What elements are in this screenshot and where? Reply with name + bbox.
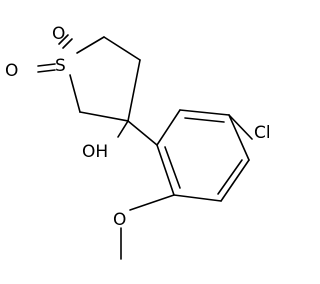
bond-c4-c5 <box>79 111 129 122</box>
chlorine-label: Cl <box>254 123 271 143</box>
benzene-ring <box>156 109 250 202</box>
bond-ar1-ar2 <box>156 109 181 146</box>
bond-c5-s <box>69 74 81 113</box>
methoxy-oxygen-label: O <box>113 210 126 230</box>
chemical-structure: S O O OH Cl O <box>5 24 271 260</box>
aromatic-inner-1 <box>184 117 225 123</box>
sulfonyl-double-bonds <box>37 34 73 73</box>
bond-s-o-top-b <box>58 34 69 45</box>
bond-c2-c3 <box>103 36 141 61</box>
sulfonyl-oxygen-left-label: O <box>5 61 18 81</box>
aromatic-inner-3 <box>164 146 181 189</box>
bond-s-o-left-b <box>37 69 56 73</box>
bond-s-c2 <box>76 36 105 54</box>
bond-c3-c4 <box>127 59 141 122</box>
bond-ar4-ar5 <box>220 159 250 202</box>
methoxy-group <box>120 194 175 260</box>
aromatic-inner-2 <box>217 159 243 195</box>
hydroxyl-label: OH <box>82 142 108 162</box>
bond-c4-aryl <box>127 120 158 146</box>
bond-ar3-ar4 <box>228 114 250 161</box>
bond-s-o-left-a <box>37 63 56 67</box>
bond-ar-o <box>129 194 175 211</box>
bond-ar2-ar3 <box>179 109 230 116</box>
sulfolane-ring <box>69 36 141 122</box>
bond-c4-oh <box>117 120 129 138</box>
sulfur-label: S <box>55 56 66 76</box>
bond-ar-cl <box>228 114 253 140</box>
bond-ar5-ar6 <box>173 194 222 202</box>
bond-s-o-top-a <box>62 38 73 49</box>
sulfonyl-oxygen-top-label: O <box>52 24 65 44</box>
bond-ar6-ar1 <box>156 144 175 196</box>
